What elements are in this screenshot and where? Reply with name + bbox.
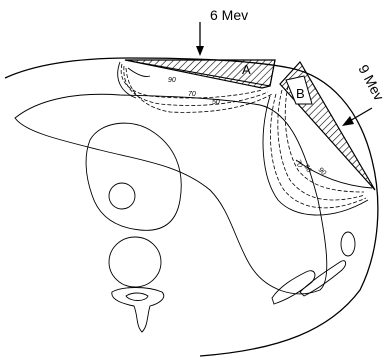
aorta (109, 183, 135, 209)
isodose-label: 90 (168, 77, 176, 84)
isodose-label: 50 (212, 99, 220, 106)
top-beam-label: 6 Mev (210, 7, 248, 23)
lung-contour (15, 94, 327, 294)
isodose-label: 90 (317, 166, 328, 177)
rib-oval (341, 232, 355, 256)
side-beam-label: 9 Mev (355, 62, 385, 103)
spinal-canal (126, 293, 148, 301)
vertebral-body (109, 237, 161, 287)
rib-structure-2 (300, 261, 346, 296)
wedge-b-label: B (296, 86, 305, 101)
wedge-a-label: A (242, 62, 251, 77)
rib-structure (272, 271, 315, 304)
isodose-label: 70 (188, 91, 196, 98)
isodose-label: 50 (302, 164, 312, 174)
mediastinum-contour (86, 123, 181, 230)
top-beam-arrow (196, 22, 204, 56)
isodose-label: 70 (294, 159, 303, 168)
side-beam-arrow (342, 108, 372, 126)
isodose-top-inner (118, 62, 150, 98)
spinal-process (112, 288, 164, 333)
